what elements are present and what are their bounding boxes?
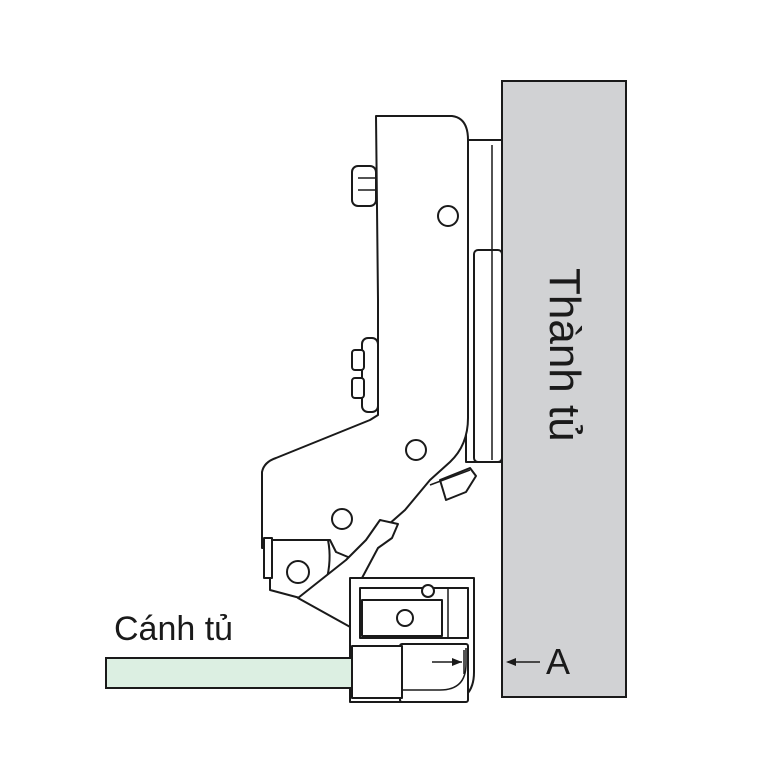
linkage-joint [439, 467, 477, 501]
arm-hole-middle [405, 439, 427, 461]
adjustment-screw-middle [351, 337, 379, 413]
dimension-a-label: A [546, 641, 570, 682]
dimension-a-marker [432, 650, 540, 674]
cup-hole-small [421, 584, 435, 598]
adjustment-screw-top [351, 165, 377, 207]
cabinet-wall-label: Thành tủ [540, 268, 589, 442]
cabinet-door-label: Cánh tủ [114, 610, 233, 648]
mounting-plate [465, 139, 503, 463]
cup-hole-large [396, 609, 414, 627]
arm-hole-lower [331, 508, 353, 530]
cabinet-wall-panel [501, 80, 627, 698]
arm-hole-top [437, 205, 459, 227]
knuckle-hole [286, 560, 310, 584]
